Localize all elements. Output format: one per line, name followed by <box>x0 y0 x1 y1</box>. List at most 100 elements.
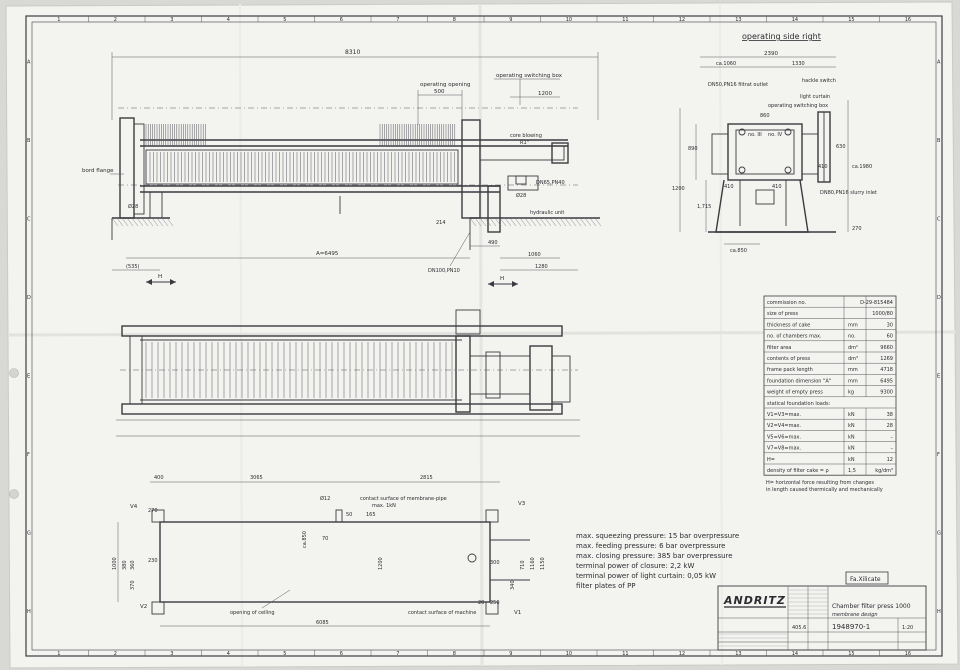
border-number: 3 <box>170 651 173 657</box>
side-view: 8310 operating opening 500 operating swi… <box>82 49 602 287</box>
border-letter: E <box>27 373 30 379</box>
dim-890: 890 <box>688 146 698 152</box>
spec-value: 30 <box>887 322 893 328</box>
spec-unit: kN <box>848 434 855 440</box>
spec-value: 1269 <box>880 356 893 362</box>
spec-label: statical foundation loads: <box>767 401 831 407</box>
spec-value: 38 <box>887 412 893 418</box>
dim-340: 340 <box>510 580 516 590</box>
dim-ca850: ca.850 <box>730 248 747 254</box>
spec-value: 6495 <box>880 378 893 384</box>
border-number: 16 <box>905 17 911 23</box>
spec-label: V2=V4=max. <box>767 423 801 429</box>
dim-1060: 1060 <box>528 252 541 258</box>
dim-165: 165 <box>366 512 376 518</box>
dim-214: 214 <box>436 220 446 226</box>
dim-ca1060: ca.1060 <box>716 61 736 67</box>
spec-unit: kN <box>848 457 855 463</box>
dim-1200-fp: 1200 <box>378 557 384 570</box>
border-number: 7 <box>396 17 399 23</box>
border-number: 15 <box>848 17 854 23</box>
border-number: 7 <box>396 651 399 657</box>
dim-overall-length: 8310 <box>345 49 360 56</box>
spec-label: thickness of cake <box>767 322 810 328</box>
note-line: max. closing pressure: 385 bar overpress… <box>576 552 733 560</box>
border-letter: E <box>937 373 940 379</box>
scale-number: 405.6 <box>792 625 806 631</box>
dim-270: 270 <box>852 226 862 232</box>
title-block: Fa.Xilicate ANDRITZ Chamber filter press… <box>717 571 927 651</box>
product-name: Chamber filter press 1000 <box>832 603 911 610</box>
border-number: 9 <box>509 17 512 23</box>
spec-label: frame pack length <box>767 367 813 373</box>
dim-1715: 1,715 <box>697 204 711 210</box>
spec-label: density of filter cake = ρ <box>767 468 829 474</box>
label-contact-machine: contact surface of machine <box>408 610 476 616</box>
foundation-plan: 400 3065 2815 Ø12 contact surface of mem… <box>112 475 546 627</box>
border-letter: C <box>937 216 941 222</box>
dim-490: 490 <box>488 240 498 246</box>
dim-1200: 1200 <box>538 91 552 97</box>
note-line: filter plates of PP <box>576 582 636 590</box>
top-view <box>116 309 580 437</box>
spec-value: – <box>891 446 894 452</box>
dim-1200-ev: 1200 <box>672 186 685 192</box>
dim-410c: 410 <box>818 164 828 170</box>
label-switching-box: operating switching box <box>496 73 563 79</box>
spec-unit: dm³ <box>848 356 858 362</box>
spec-row: no. of chambers max.no.60 <box>767 334 893 340</box>
stamp: Fa.Xilicate <box>850 576 881 583</box>
h-arrow-left: H <box>158 274 162 280</box>
andritz-logo: ANDRITZ <box>723 594 786 607</box>
border-letter: C <box>27 216 31 222</box>
dim-400: 400 <box>154 475 164 481</box>
border-number: 6 <box>340 651 343 657</box>
border-number: 13 <box>735 17 741 23</box>
border-number: 10 <box>566 651 572 657</box>
border-letter: G <box>27 530 31 536</box>
spec-label: size of press <box>767 311 798 317</box>
end-view: operating side right 2390 ca.1060 1330 D… <box>672 32 877 254</box>
border-letter: A <box>937 59 941 65</box>
label-no-iv: no. IV <box>768 132 783 138</box>
border-letter: H <box>937 609 941 615</box>
border-letter: F <box>937 452 940 458</box>
dim-410: 410 <box>724 184 734 190</box>
spec-row: V5=V6=max.kN– <box>767 434 894 440</box>
label-switching-box-2: operating switching box <box>768 103 828 109</box>
label-light-curtain: light curtain <box>800 94 830 100</box>
spec-value: kg/dm³ <box>875 468 893 474</box>
note-line: max. feeding pressure: 6 bar overpressur… <box>576 542 725 550</box>
border-number: 15 <box>848 651 854 657</box>
dim-250: 250 <box>490 600 500 606</box>
dim-20: 20 <box>478 600 484 606</box>
label-max-1kn: max. 1kN <box>372 503 396 509</box>
border-letter: B <box>937 138 941 144</box>
border-number: 14 <box>792 17 798 23</box>
spec-row: commission no.D-29-815484 <box>767 300 893 306</box>
dim-1280: 1280 <box>535 264 548 270</box>
notes: max. squeezing pressure: 15 bar overpres… <box>576 532 739 590</box>
dim-phi12: Ø12 <box>320 495 330 502</box>
border-number: 6 <box>340 17 343 23</box>
spec-label: V5=V6=max. <box>767 434 801 440</box>
border-number: 10 <box>566 17 572 23</box>
dim-2815: 2815 <box>420 475 433 481</box>
dim-535: (535) <box>126 264 139 270</box>
dim-opening: 500 <box>434 89 445 95</box>
dim-410b: 410 <box>772 184 782 190</box>
label-opening-ceiling: opening of ceiling <box>230 610 275 616</box>
dim-230: 230 <box>148 558 158 564</box>
label-filtrate-outlet: DN50,PN16 filtrat outlet <box>708 82 768 88</box>
spec-label: weight of empty press <box>767 390 823 396</box>
spec-value: 12 <box>887 457 893 463</box>
label-no-iii: no. III <box>748 132 762 138</box>
spec-value: 28 <box>887 423 893 429</box>
label-bord-flange: bord flange <box>82 168 114 174</box>
dim-1000: 1000 <box>112 557 118 570</box>
label-pos-1: Ø28 <box>128 203 138 210</box>
dim-1330: 1330 <box>792 61 805 67</box>
